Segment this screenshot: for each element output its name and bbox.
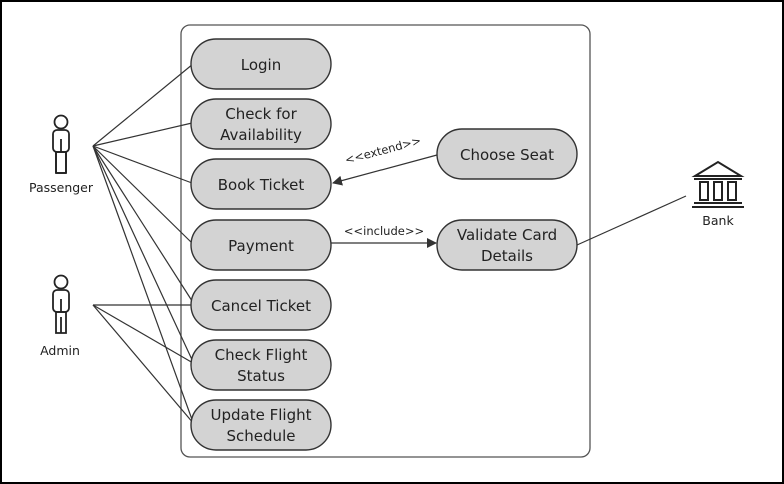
- use-case-payment[interactable]: Payment: [190, 219, 332, 271]
- actor-label: Passenger: [29, 180, 94, 195]
- use-case-label: Cancel Ticket: [211, 297, 311, 315]
- use-case-validate-card[interactable]: Validate Card Details: [436, 219, 578, 271]
- association-passenger-check-flight-status: [92, 145, 195, 365]
- association-admin-check-flight-status: [92, 304, 194, 364]
- association-admin-update-schedule: [92, 304, 195, 425]
- use-case-label: Validate Card: [457, 226, 557, 244]
- admin-associations: [92, 304, 195, 425]
- use-case-label: Check for: [225, 105, 297, 123]
- use-case-update-flight-schedule[interactable]: Update Flight Schedule: [190, 399, 332, 451]
- association-passenger-cancel-ticket: [92, 145, 195, 305]
- use-case-label: Book Ticket: [218, 176, 305, 194]
- association-passenger-payment: [92, 145, 194, 245]
- use-case-label: Payment: [228, 237, 294, 255]
- use-case-label: Update Flight: [211, 406, 312, 424]
- actor-passenger[interactable]: Passenger: [29, 114, 94, 196]
- use-case-label: Login: [241, 56, 281, 74]
- actor-admin[interactable]: Admin: [40, 274, 80, 359]
- association-passenger-login: [92, 63, 194, 147]
- use-case-choose-seat[interactable]: Choose Seat: [436, 128, 578, 180]
- extend-arrow: [332, 154, 438, 186]
- include-label: <<include>>: [344, 224, 424, 238]
- use-case-check-availability[interactable]: Check for Availability: [190, 98, 332, 150]
- actor-label: Admin: [40, 343, 80, 358]
- association-passenger-book-ticket: [92, 145, 193, 184]
- bank-icon: [691, 160, 745, 208]
- person-icon: [52, 274, 70, 334]
- use-case-label: Status: [237, 367, 285, 385]
- use-case-label: Details: [481, 247, 533, 265]
- use-case-login[interactable]: Login: [190, 38, 332, 90]
- use-case-label: Schedule: [227, 427, 296, 445]
- use-case-book-ticket[interactable]: Book Ticket: [190, 158, 332, 210]
- association-passenger-update-schedule: [92, 145, 195, 426]
- use-case-label: Availability: [220, 126, 302, 144]
- actor-label: Bank: [702, 213, 734, 228]
- use-case-label: Choose Seat: [460, 146, 554, 164]
- use-case-check-flight-status[interactable]: Check Flight Status: [190, 339, 332, 391]
- use-case-cancel-ticket[interactable]: Cancel Ticket: [190, 279, 332, 331]
- association-bank-validate-card: [576, 195, 687, 246]
- actor-bank[interactable]: Bank: [691, 160, 745, 228]
- use-case-label: Check Flight: [215, 346, 308, 364]
- passenger-associations: [92, 63, 195, 426]
- association-passenger-check-availability: [92, 122, 193, 147]
- person-icon: [52, 114, 70, 174]
